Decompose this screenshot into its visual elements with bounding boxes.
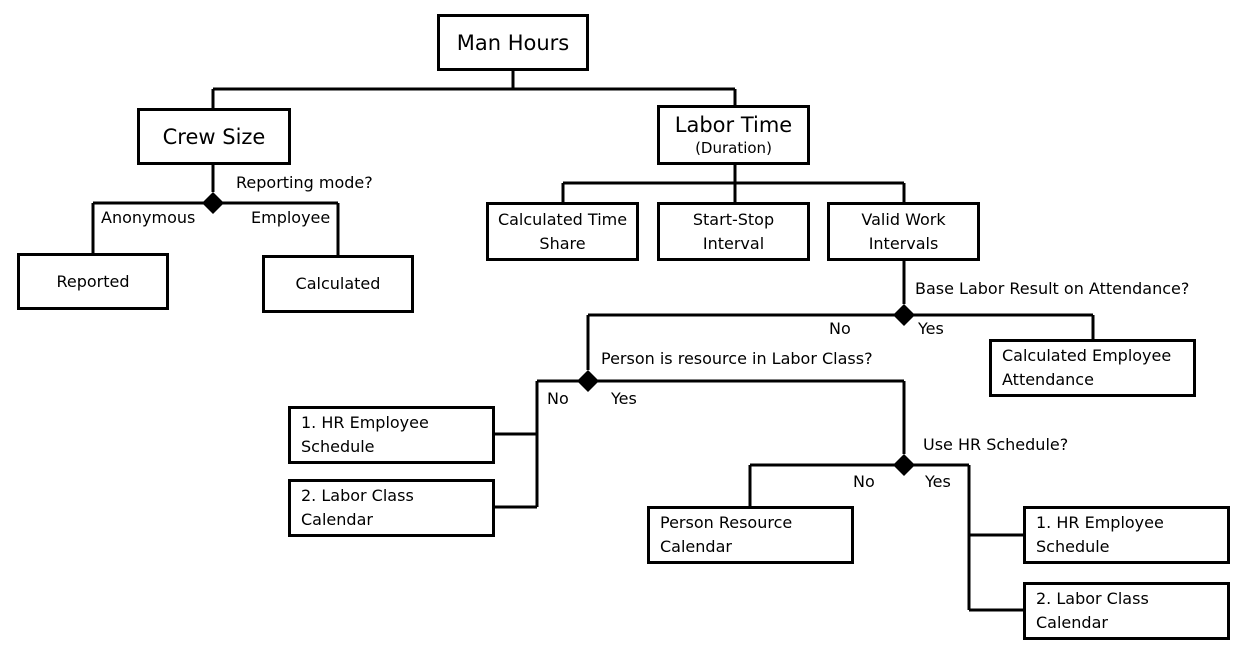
- use-hr-schedule-question: Use HR Schedule?: [923, 435, 1069, 454]
- valid-work-intervals-box: Valid Work Intervals: [827, 202, 980, 261]
- labor-class-calendar-box-2: 2. Labor Class Calendar: [1023, 582, 1230, 640]
- calculated-employee-attendance-box: Calculated Employee Attendance: [989, 339, 1196, 397]
- labor-class-cal-2-line-1: 2. Labor Class: [1036, 589, 1149, 608]
- crew-size-box: Crew Size: [137, 108, 291, 165]
- branch-label-no: No: [829, 319, 851, 338]
- hr-employee-schedule-box-1: 1. HR Employee Schedule: [288, 406, 495, 464]
- start-stop-line-2: Interval: [702, 233, 765, 253]
- branch-label-employee: Employee: [251, 208, 331, 227]
- calculated-box: Calculated: [262, 255, 414, 313]
- hr-schedule-1-line-1: 1. HR Employee: [301, 413, 429, 432]
- man-hours-box: Man Hours: [437, 14, 589, 71]
- decision-diamond-base-labor: [893, 304, 915, 326]
- start-stop-interval-box: Start-Stop Interval: [657, 202, 810, 261]
- hr-schedule-2-line-2: Schedule: [1036, 537, 1110, 556]
- labor-class-calendar-box-1: 2. Labor Class Calendar: [288, 479, 495, 537]
- calc-emp-attendance-line-1: Calculated Employee: [1002, 346, 1172, 365]
- base-labor-question: Base Labor Result on Attendance?: [915, 279, 1190, 298]
- calculated-time-share-line-1: Calculated Time: [497, 209, 628, 229]
- branch-label-anonymous: Anonymous: [101, 208, 196, 227]
- reported-label: Reported: [56, 271, 130, 291]
- labor-class-cal-2-line-2: Calendar: [1036, 613, 1108, 632]
- man-hours-label: Man Hours: [456, 30, 570, 55]
- labor-class-cal-1-line-2: Calendar: [301, 510, 373, 529]
- calc-emp-attendance-line-2: Attendance: [1002, 370, 1094, 389]
- branch-label-yes: Yes: [925, 472, 951, 491]
- decision-diamond-use-hr: [893, 454, 915, 476]
- hr-schedule-2-line-1: 1. HR Employee: [1036, 513, 1164, 532]
- reporting-mode-question: Reporting mode?: [236, 173, 373, 192]
- person-resource-calendar-box: Person Resource Calendar: [647, 506, 854, 564]
- reported-box: Reported: [17, 253, 169, 310]
- branch-label-yes: Yes: [918, 319, 944, 338]
- decision-diamond-reporting-mode: [202, 192, 224, 214]
- labor-time-sublabel: (Duration): [695, 139, 772, 157]
- person-resource-line-1: Person Resource: [660, 513, 793, 532]
- branch-label-no: No: [853, 472, 875, 491]
- start-stop-line-1: Start-Stop: [692, 209, 775, 229]
- hr-schedule-1-line-2: Schedule: [301, 437, 375, 456]
- person-resource-question: Person is resource in Labor Class?: [601, 349, 873, 368]
- decision-diamond-person-resource: [577, 370, 599, 392]
- calculated-label: Calculated: [295, 274, 381, 293]
- crew-size-label: Crew Size: [162, 124, 266, 149]
- labor-time-label: Labor Time: [674, 113, 793, 137]
- calculated-time-share-line-2: Share: [539, 233, 586, 253]
- person-resource-line-2: Calendar: [660, 537, 732, 556]
- labor-class-cal-1-line-1: 2. Labor Class: [301, 486, 414, 505]
- valid-work-line-2: Intervals: [868, 233, 939, 253]
- valid-work-line-1: Valid Work: [861, 209, 946, 229]
- labor-time-box: Labor Time (Duration): [657, 105, 810, 165]
- hr-employee-schedule-box-2: 1. HR Employee Schedule: [1023, 506, 1230, 564]
- branch-label-yes: Yes: [611, 389, 637, 408]
- calculated-time-share-box: Calculated Time Share: [486, 202, 639, 261]
- branch-label-no: No: [547, 389, 569, 408]
